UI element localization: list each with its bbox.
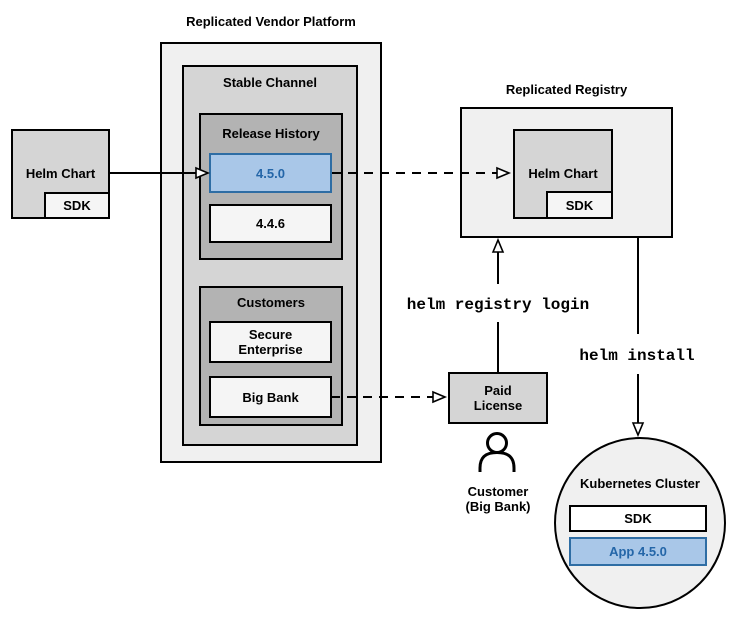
customer-person-icon: [478, 432, 516, 472]
registry-sdk-box: SDK: [546, 191, 613, 219]
vendor-helm-chart-label: Helm Chart: [25, 166, 96, 181]
vendor-sdk-box: SDK: [44, 192, 110, 219]
kubernetes-cluster-title: Kubernetes Cluster: [580, 476, 700, 491]
cluster-app-box: App 4.5.0: [569, 537, 707, 566]
customer-secure-enterprise-box: Secure Enterprise: [209, 321, 332, 363]
stable-channel-label: Stable Channel: [223, 75, 317, 90]
customer-label: Customer (Big Bank): [465, 484, 531, 514]
registry-helm-chart-label: Helm Chart: [528, 166, 598, 181]
helm-registry-login-command: helm registry login: [406, 296, 590, 314]
registry-title: Replicated Registry: [505, 82, 628, 97]
customer-big-bank-box: Big Bank: [209, 376, 332, 418]
release-history-label: Release History: [222, 126, 320, 141]
helm-install-command: helm install: [579, 347, 695, 365]
arrow-registry-to-cluster: [631, 238, 645, 438]
customers-label: Customers: [237, 295, 305, 310]
cluster-sdk-box: SDK: [569, 505, 707, 532]
release-450-box: 4.5.0: [209, 153, 332, 193]
release-446-box: 4.4.6: [209, 204, 332, 243]
paid-license-box: Paid License: [448, 372, 548, 424]
vendor-platform-title: Replicated Vendor Platform: [186, 14, 356, 29]
